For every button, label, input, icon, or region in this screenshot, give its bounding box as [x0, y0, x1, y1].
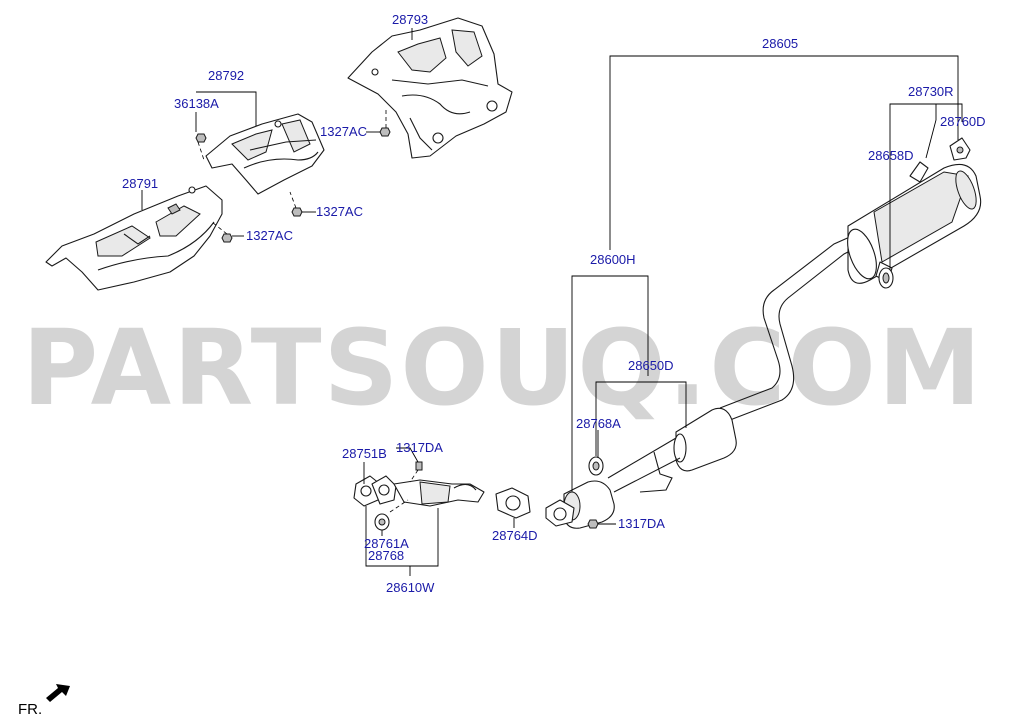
watermark: PARTSOUQ.COM — [22, 307, 983, 429]
label-1317DA-front[interactable]: 1317DA — [396, 440, 443, 455]
label-1327AC-middle[interactable]: 1327AC — [316, 204, 363, 219]
label-28751B[interactable]: 28751B — [342, 446, 387, 461]
center-muffler-28650D — [545, 407, 737, 529]
gasket-28764D — [495, 487, 531, 519]
label-28760D[interactable]: 28760D — [940, 114, 986, 129]
nut-fasteners — [195, 127, 391, 243]
label-28768[interactable]: 28768 — [368, 548, 404, 563]
label-28768A[interactable]: 28768A — [576, 416, 621, 431]
heat-protector-28793 — [347, 17, 513, 159]
label-1327AC-upper[interactable]: 1327AC — [320, 124, 367, 139]
front-arrow-icon — [46, 684, 70, 702]
front-orientation-label: FR. — [18, 701, 42, 718]
hanger-28760D — [949, 137, 971, 161]
front-pipe-28610W — [353, 475, 485, 531]
hanger-rubber-28658D — [878, 267, 894, 289]
nut-1317DA-rear — [587, 519, 599, 529]
label-28605[interactable]: 28605 — [762, 36, 798, 51]
label-1327AC-lower[interactable]: 1327AC — [246, 228, 293, 243]
heat-protector-28791 — [45, 185, 223, 291]
label-28791[interactable]: 28791 — [122, 176, 158, 191]
label-28600H[interactable]: 28600H — [590, 252, 636, 267]
label-28650D[interactable]: 28650D — [628, 358, 674, 373]
rear-muffler-assembly — [719, 161, 982, 421]
label-28764D[interactable]: 28764D — [492, 528, 538, 543]
heat-protector-28792 — [205, 113, 325, 195]
label-28793[interactable]: 28793 — [392, 12, 428, 27]
label-28761A[interactable]: 28761A — [364, 536, 409, 551]
nut-1317DA-front — [415, 461, 423, 471]
label-28792[interactable]: 28792 — [208, 68, 244, 83]
label-28610W[interactable]: 28610W — [386, 580, 435, 595]
label-28730R[interactable]: 28730R — [908, 84, 954, 99]
label-28658D[interactable]: 28658D — [868, 148, 914, 163]
label-1317DA-rear[interactable]: 1317DA — [618, 516, 665, 531]
leader-lines — [141, 28, 963, 576]
hanger-rubber-28768A — [588, 456, 604, 476]
label-36138A[interactable]: 36138A — [174, 96, 219, 111]
